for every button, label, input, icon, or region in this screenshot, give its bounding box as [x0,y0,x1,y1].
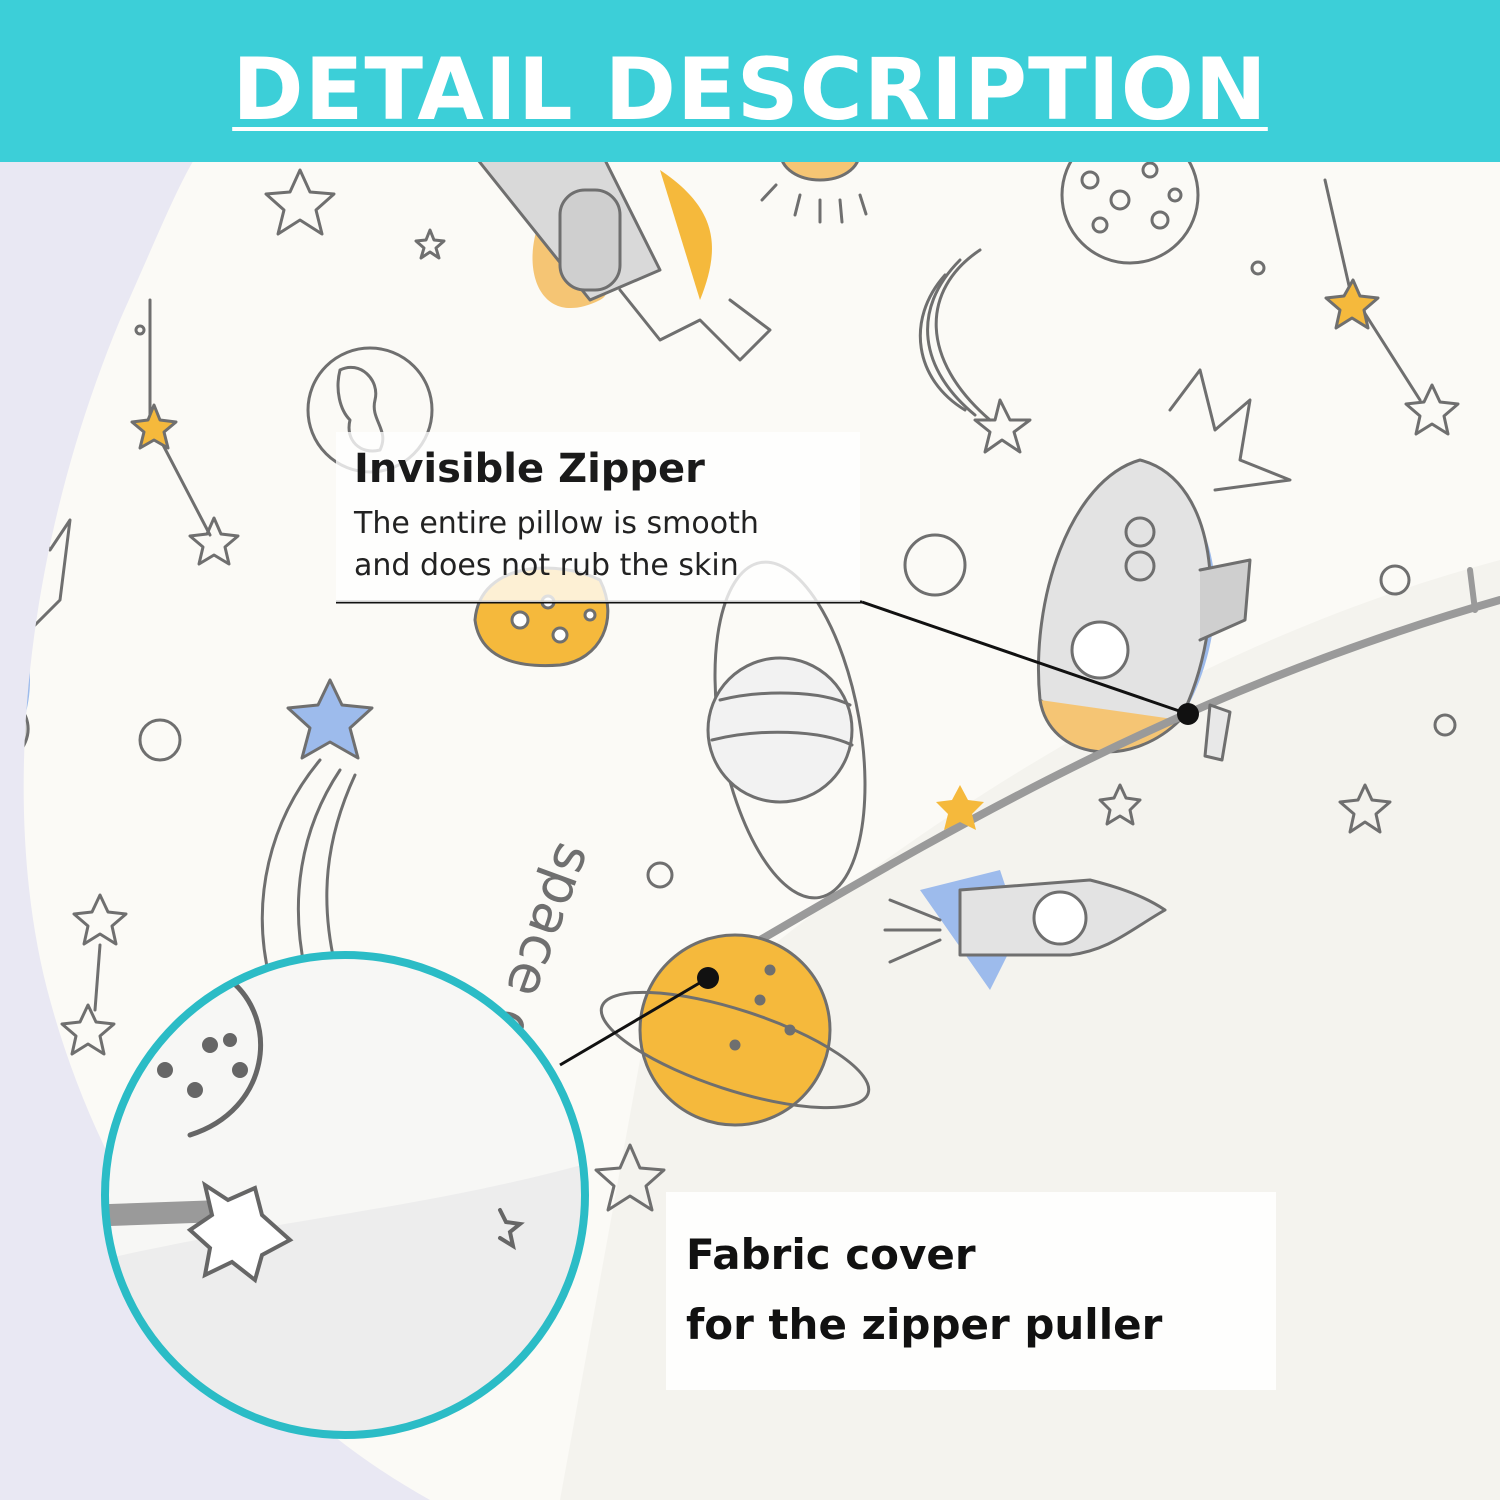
rocket-top [468,150,772,362]
zipper-callout-line-2: and does not rub the skin [354,548,739,583]
rocket-blue [1036,368,1292,754]
stars-top-left [134,168,1266,336]
cover-leader-line [559,976,709,1067]
moon-top-right [1060,150,1200,265]
small-planets [138,533,1457,889]
cover-marker-dot [697,967,719,989]
cover-callout: Fabric cover for the zipper puller [666,1192,1276,1390]
stars-lower-left [60,893,128,1056]
cover-callout-line-2: for the zipper puller [686,1300,1163,1349]
rocket-lower [883,870,1167,990]
header-banner: DETAIL DESCRIPTION [0,0,1500,162]
zipper-callout-line-1: The entire pillow is smooth [354,506,759,541]
zipper-track [696,596,1500,979]
zipper-marker-dot [1177,703,1199,725]
zipper-callout: Invisible Zipper The entire pillow is sm… [336,432,860,602]
cover-callout-line-1: Fabric cover [686,1230,976,1279]
comet-doodle [918,248,1032,454]
banner-title: DETAIL DESCRIPTION [232,40,1268,140]
shooting-star-blue [260,678,374,982]
constellation-right [1323,178,1460,436]
zipper-pull [1203,703,1232,762]
constellation-left [130,298,240,566]
zipper-callout-heading: Invisible Zipper [354,446,705,492]
planet-lower-yellow [599,933,871,1127]
zoom-detail-circle [101,951,589,1439]
